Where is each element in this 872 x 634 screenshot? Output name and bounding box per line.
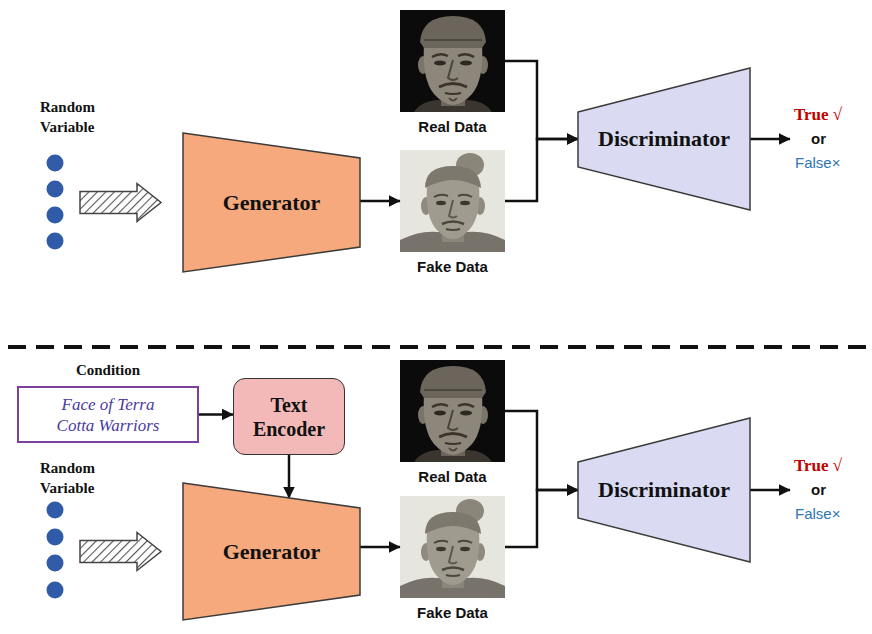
condition-heading: Condition (17, 360, 199, 380)
warrior-face-photo (400, 496, 505, 598)
trapezoid-shape (578, 68, 750, 210)
dot-column (45, 153, 65, 251)
text-encoder-box: Text Encoder (233, 378, 345, 455)
connector-arrow (505, 61, 578, 139)
random-variable: Random Variable (40, 97, 130, 251)
connector-arrow (505, 139, 578, 201)
dot-column (45, 500, 65, 600)
connector-arrow (505, 490, 578, 547)
connector-arrow (360, 546, 400, 549)
condition-text: Face of Terra Cotta Warriors (44, 394, 172, 436)
block-label: Generator (223, 539, 321, 565)
dashed-divider (8, 345, 866, 349)
random-variable-label: Random Variable (40, 97, 130, 137)
hatched-block-arrow (80, 184, 161, 222)
warrior-face-photo (400, 360, 505, 462)
fake-data-image: Fake Data (400, 496, 505, 622)
or-word: or (811, 480, 826, 500)
true-output: True √ (794, 105, 842, 125)
connector-arrow (288, 455, 291, 498)
hatched-block-arrow (80, 533, 161, 571)
discriminator-block: Discriminator (578, 68, 750, 210)
image-frame (400, 496, 505, 598)
image-frame (400, 150, 505, 252)
random-variable: Random Variable (40, 458, 130, 600)
image-caption: Real Data (400, 468, 505, 486)
discriminator-block: Discriminator (578, 418, 750, 562)
real-data-image: Real Data (400, 360, 505, 486)
trapezoid-shape (578, 418, 750, 562)
fake-data-image: Fake Data (400, 150, 505, 276)
image-caption: Fake Data (400, 258, 505, 276)
connector-arrow (199, 413, 233, 416)
block-label: Discriminator (598, 126, 730, 152)
random-variable-label: Random Variable (40, 458, 130, 498)
connector-arrow (360, 200, 400, 203)
image-caption: Real Data (400, 118, 505, 136)
trapezoid-shape (183, 483, 360, 620)
real-data-image: Real Data (400, 10, 505, 136)
connector-arrow (505, 411, 578, 490)
image-caption: Fake Data (400, 604, 505, 622)
true-output: True √ (794, 456, 842, 476)
or-word: or (811, 129, 826, 149)
block-label: Discriminator (598, 477, 730, 503)
condition-frame: Face of Terra Cotta Warriors (17, 386, 199, 443)
block-label: Generator (223, 190, 321, 216)
random-dots (47, 155, 64, 599)
false-output: False× (795, 504, 840, 524)
warrior-face-photo (400, 150, 505, 252)
trapezoid-shape (183, 133, 360, 272)
output-arrow (750, 489, 790, 492)
image-frame (400, 360, 505, 462)
generator-block: Generator (183, 483, 360, 620)
generator-block: Generator (183, 133, 360, 272)
false-output: False× (795, 153, 840, 173)
warrior-face-photo (400, 10, 505, 112)
condition-box: ConditionFace of Terra Cotta Warriors (17, 360, 199, 443)
image-frame (400, 10, 505, 112)
encoder-label: Text Encoder (240, 393, 338, 441)
output-arrow (750, 138, 790, 141)
